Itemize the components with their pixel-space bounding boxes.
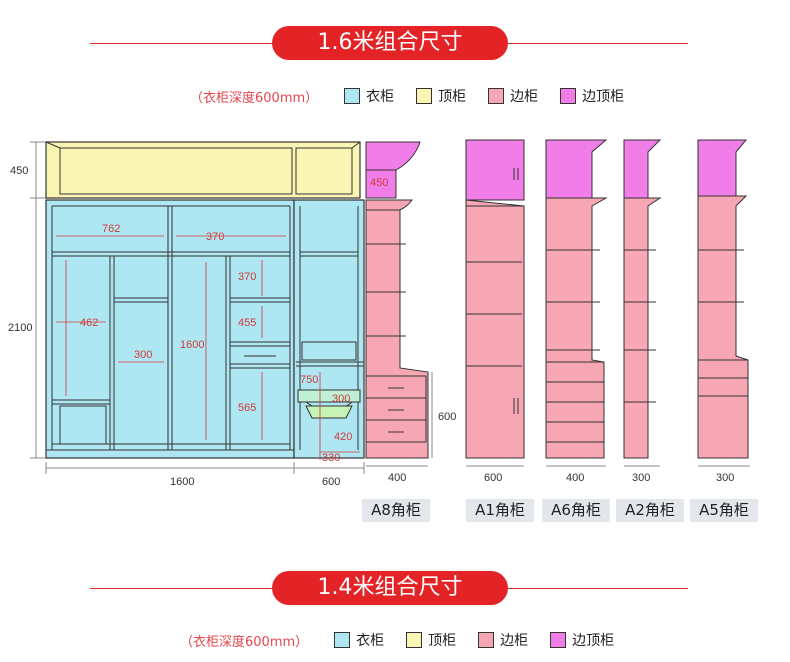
legend-swatch (478, 632, 495, 648)
depth-note: （衣柜深度600mm） (190, 90, 319, 106)
wardrobe (45, 199, 365, 459)
legend-swatch (488, 88, 505, 104)
dim-label: 330 (322, 452, 340, 464)
dim-label: 1600 (180, 339, 204, 351)
legend-item-top-cabinet: 顶柜 (406, 630, 456, 650)
legend-label: 边顶柜 (582, 89, 625, 105)
interior-dimensions: 762 370 370 462 455 300 1600 565 750 300… (56, 223, 360, 464)
legend-item-top-cabinet: 顶柜 (416, 86, 466, 106)
legend-item-side-cabinet: 边柜 (478, 630, 528, 650)
dim-a8-width: 400 (388, 472, 406, 484)
legend-swatch (550, 632, 567, 648)
dim-label: 565 (238, 402, 256, 414)
dim-wardrobe-height: 2100 (8, 322, 32, 334)
dim-a2-width: 300 (632, 472, 650, 484)
cabinet-a8: 450 (365, 141, 429, 459)
legend-item-side-cabinet: 边柜 (488, 86, 538, 106)
dim-a5-width: 300 (716, 472, 734, 484)
legend-item-wardrobe: 衣柜 (344, 86, 394, 106)
dim-a6-width: 400 (566, 472, 584, 484)
legend-swatch (344, 88, 361, 104)
section-title: 1.6米组合尺寸 (272, 26, 508, 60)
depth-note: （衣柜深度600mm） (180, 634, 309, 650)
furniture-diagram: 450 2100 (8, 139, 750, 488)
caption-a2: A2角柜 (616, 499, 684, 522)
legend-label: 顶柜 (438, 89, 467, 105)
caption-a8: A8角柜 (362, 499, 430, 522)
dim-label: 455 (238, 317, 256, 329)
dim-dresser-width: 600 (322, 476, 340, 488)
legend-item-wardrobe: 衣柜 (334, 630, 384, 650)
divider-line-right (504, 43, 688, 44)
dim-a1-width: 600 (484, 472, 502, 484)
divider-line-left (90, 588, 276, 589)
legend-label: 衣柜 (366, 89, 395, 105)
legend-swatch (334, 632, 351, 648)
section-title-2: 1.4米组合尺寸 (272, 571, 508, 605)
dim-label: 420 (334, 431, 352, 443)
legend-item-side-top-cabinet: 边顶柜 (560, 86, 624, 106)
dim-label: 762 (102, 223, 120, 235)
cabinet-a1 (465, 139, 525, 459)
legend-2: （衣柜深度600mm） 衣柜 顶柜 边柜 边顶柜 (180, 630, 636, 650)
legend-swatch (406, 632, 423, 648)
dim-dresser-height: 600 (438, 411, 456, 423)
dim-label: 300 (134, 349, 152, 361)
cabinet-a6 (545, 139, 608, 459)
caption-a1: A1角柜 (466, 499, 534, 522)
legend-label: 边柜 (510, 89, 539, 105)
dim-label: 750 (300, 374, 318, 386)
dim-label: 300 (332, 393, 350, 405)
divider-line-left (90, 43, 276, 44)
legend-swatch (416, 88, 433, 104)
legend-label: 边柜 (500, 633, 529, 649)
dim-label: 462 (80, 317, 98, 329)
caption-a6: A6角柜 (542, 499, 610, 522)
dim-top-height: 450 (10, 165, 28, 177)
dim-side-top: 450 (370, 177, 388, 189)
divider-line-right (504, 588, 688, 589)
top-cabinet (45, 141, 361, 199)
legend-item-side-top-cabinet: 边顶柜 (550, 630, 614, 650)
cabinet-a2 (623, 139, 662, 459)
caption-a5: A5角柜 (690, 499, 758, 522)
legend: （衣柜深度600mm） 衣柜 顶柜 边柜 边顶柜 (190, 86, 646, 106)
dim-label: 370 (238, 271, 256, 283)
legend-label: 边顶柜 (572, 633, 615, 649)
cabinet-a5 (697, 139, 749, 459)
legend-label: 顶柜 (428, 633, 457, 649)
legend-swatch (560, 88, 577, 104)
legend-label: 衣柜 (356, 633, 385, 649)
dim-wardrobe-width: 1600 (170, 476, 194, 488)
dim-label: 370 (206, 231, 224, 243)
